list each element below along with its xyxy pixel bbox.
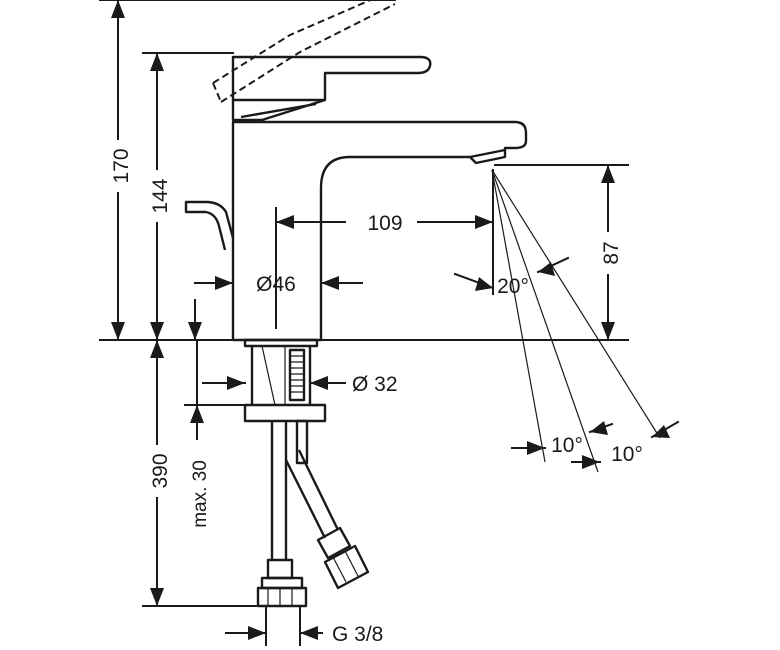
dimension-spout-reach-109: 109 [275,169,494,329]
dimension-shank-diameter-32: Ø 32 [202,373,398,396]
dimension-height-144: 144 [142,52,234,341]
dimension-max-thickness-30: max. 30 [184,339,246,548]
dimension-label-109: 109 [367,212,402,235]
dimension-label-max-30: max. 30 [190,460,211,528]
dimension-label-g-3-8: G 3/8 [332,623,383,646]
dimension-height-170: 170 [99,0,396,341]
dimension-body-diameter-46: Ø46 [194,273,363,296]
dimension-spout-height-87: 87 [494,164,629,341]
dimension-label-390: 390 [149,453,172,488]
dimension-label-32: Ø 32 [352,373,398,396]
lever-open-position-outline [212,0,396,103]
dimension-tilt-angle-a: 10° [511,421,614,457]
dimension-label-20-degrees: 20° [497,275,529,298]
dimension-label-170: 170 [110,148,133,183]
dimension-thread-g-3-8: G 3/8 [225,605,383,646]
dimension-label-87: 87 [600,241,623,264]
spray-cone-lines [491,169,661,473]
dimension-label-10-degrees-b: 10° [611,443,643,466]
pop-up-rod-dimension [188,299,202,341]
dimension-hose-length-390: 390 [142,339,263,607]
dimension-label-10-degrees-a: 10° [551,434,583,457]
dimension-label-46: Ø46 [256,273,296,296]
dimension-spray-angle-20: 20° [453,256,570,298]
dimension-tilt-angle-b: 10° [571,420,680,469]
pop-up-rod [184,200,235,251]
under-counter-assembly [243,338,370,608]
dimension-label-144: 144 [149,178,172,213]
faucet-body [231,55,528,342]
